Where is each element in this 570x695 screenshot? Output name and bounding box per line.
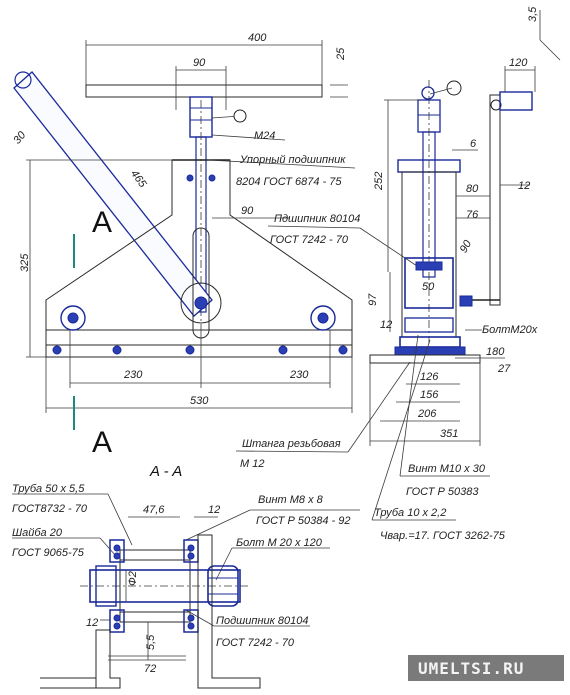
- dim-25: 25: [335, 47, 347, 61]
- section-title: A - A: [149, 463, 182, 480]
- dim-2-7: 27: [497, 363, 511, 375]
- callout-pipe-50-1: Труба 50 х 5,5: [12, 483, 85, 495]
- dim-12-section-top: 12: [208, 504, 220, 516]
- callout-bearing-3-2: ГОСТ 7242 - 70: [216, 637, 295, 649]
- dim-90-top: 90: [193, 57, 206, 69]
- dim-351: 351: [440, 428, 458, 440]
- callout-rod-2: M 12: [240, 458, 264, 470]
- side-roller-block: [404, 257, 454, 309]
- callout-bolt-m20-120: Болт M 20 х 120: [236, 537, 323, 549]
- callout-bearing-3-1: Подшипник 80104: [216, 615, 308, 627]
- dim-12-side: 12: [518, 180, 530, 192]
- base-plate: [45, 344, 353, 358]
- dim-3-5: 3,5: [527, 6, 539, 22]
- callout-washer-2: ГОСТ 9065-75: [12, 547, 85, 559]
- callout-bolt-m20: БолтM20x: [482, 324, 538, 336]
- dim-80: 80: [466, 183, 479, 195]
- site-watermark: UMELTSI.RU: [408, 655, 564, 681]
- callout-thrust-bearing-1: Упорный подшипник: [239, 154, 346, 166]
- dim-76: 76: [466, 209, 479, 221]
- dim-120: 120: [509, 57, 528, 69]
- dim-180: 180: [486, 346, 505, 358]
- dim-97: 97: [367, 293, 379, 306]
- dim-12-section-left: 12: [86, 617, 98, 629]
- callout-washer-1: Шайба 20: [12, 527, 63, 539]
- section-mark-top: A: [92, 206, 112, 239]
- left-bearing: [60, 305, 86, 331]
- dim-phi-section: Ф2: [127, 571, 139, 586]
- dim-325: 325: [19, 253, 31, 272]
- lever-arm: [13, 71, 213, 317]
- callout-bearing-80104-1: Пдшипник 80104: [274, 213, 360, 225]
- handle-bar: [85, 84, 323, 98]
- callout-screw-m8-2: ГОСТ Р 50384 - 92: [256, 515, 351, 527]
- callout-screw-m8-1: Винт M8 х 8: [258, 494, 324, 506]
- dim-400: 400: [248, 32, 267, 44]
- callout-labels: Упорный подшипник 8204 ГОСТ 6874 - 75 Пд…: [207, 154, 421, 470]
- crank-arm: [489, 94, 501, 306]
- callout-pipe-10-1: Труба 10 х 2,2: [374, 507, 446, 519]
- dim-47-6: 47,6: [143, 504, 165, 516]
- dim-252: 252: [373, 172, 385, 191]
- side-view: 120 3,5 6 252 80 12 76 90 50 97 12 БолтM…: [367, 6, 561, 542]
- dim-530: 530: [190, 395, 209, 407]
- dim-6: 6: [470, 138, 477, 150]
- callout-pipe-10-2: Чвар.=17. ГОСТ 3262-75: [380, 530, 506, 542]
- callout-screw-m10-1: Винт M10 х 30: [408, 463, 486, 475]
- section-mark-bottom: A: [92, 426, 112, 459]
- dim-230-right: 230: [289, 369, 309, 381]
- dim-phi-90: 90: [458, 238, 475, 255]
- section-a-a: A - A Труба 50 х 5,5 ГОСТ8732 - 70 Шайба…: [12, 463, 360, 689]
- watermark-text: UMELTSI.RU: [418, 659, 524, 678]
- dim-5-5: 5,5: [145, 634, 157, 650]
- dim-90-mid: 90: [241, 205, 254, 217]
- dim-30: 30: [11, 129, 29, 147]
- section-right-plate: [197, 534, 261, 689]
- callout-rod-1: Штанга резьбовая: [242, 438, 341, 450]
- crank-handle: [499, 91, 533, 111]
- center-roller: [180, 282, 222, 324]
- dim-12-bottom: 12: [380, 319, 392, 331]
- front-view: 400 90 25 M24 30 465: [11, 32, 353, 459]
- dim-206: 206: [417, 408, 437, 420]
- callout-bearing-80104-2: ГОСТ 7242 - 70: [270, 234, 349, 246]
- label-m24: M24: [254, 130, 275, 142]
- dim-156: 156: [420, 389, 439, 401]
- callout-pipe-50-2: ГОСТ8732 - 70: [12, 503, 88, 515]
- dim-465: 465: [128, 168, 149, 191]
- callout-thrust-bearing-2: 8204 ГОСТ 6874 - 75: [236, 176, 342, 188]
- dim-126: 126: [420, 371, 439, 383]
- callout-screw-m10-2: ГОСТ Р 50383: [406, 486, 479, 498]
- dim-230-left: 230: [123, 369, 143, 381]
- right-bearing: [310, 305, 336, 331]
- dim-72: 72: [144, 663, 156, 675]
- dim-50: 50: [422, 281, 435, 293]
